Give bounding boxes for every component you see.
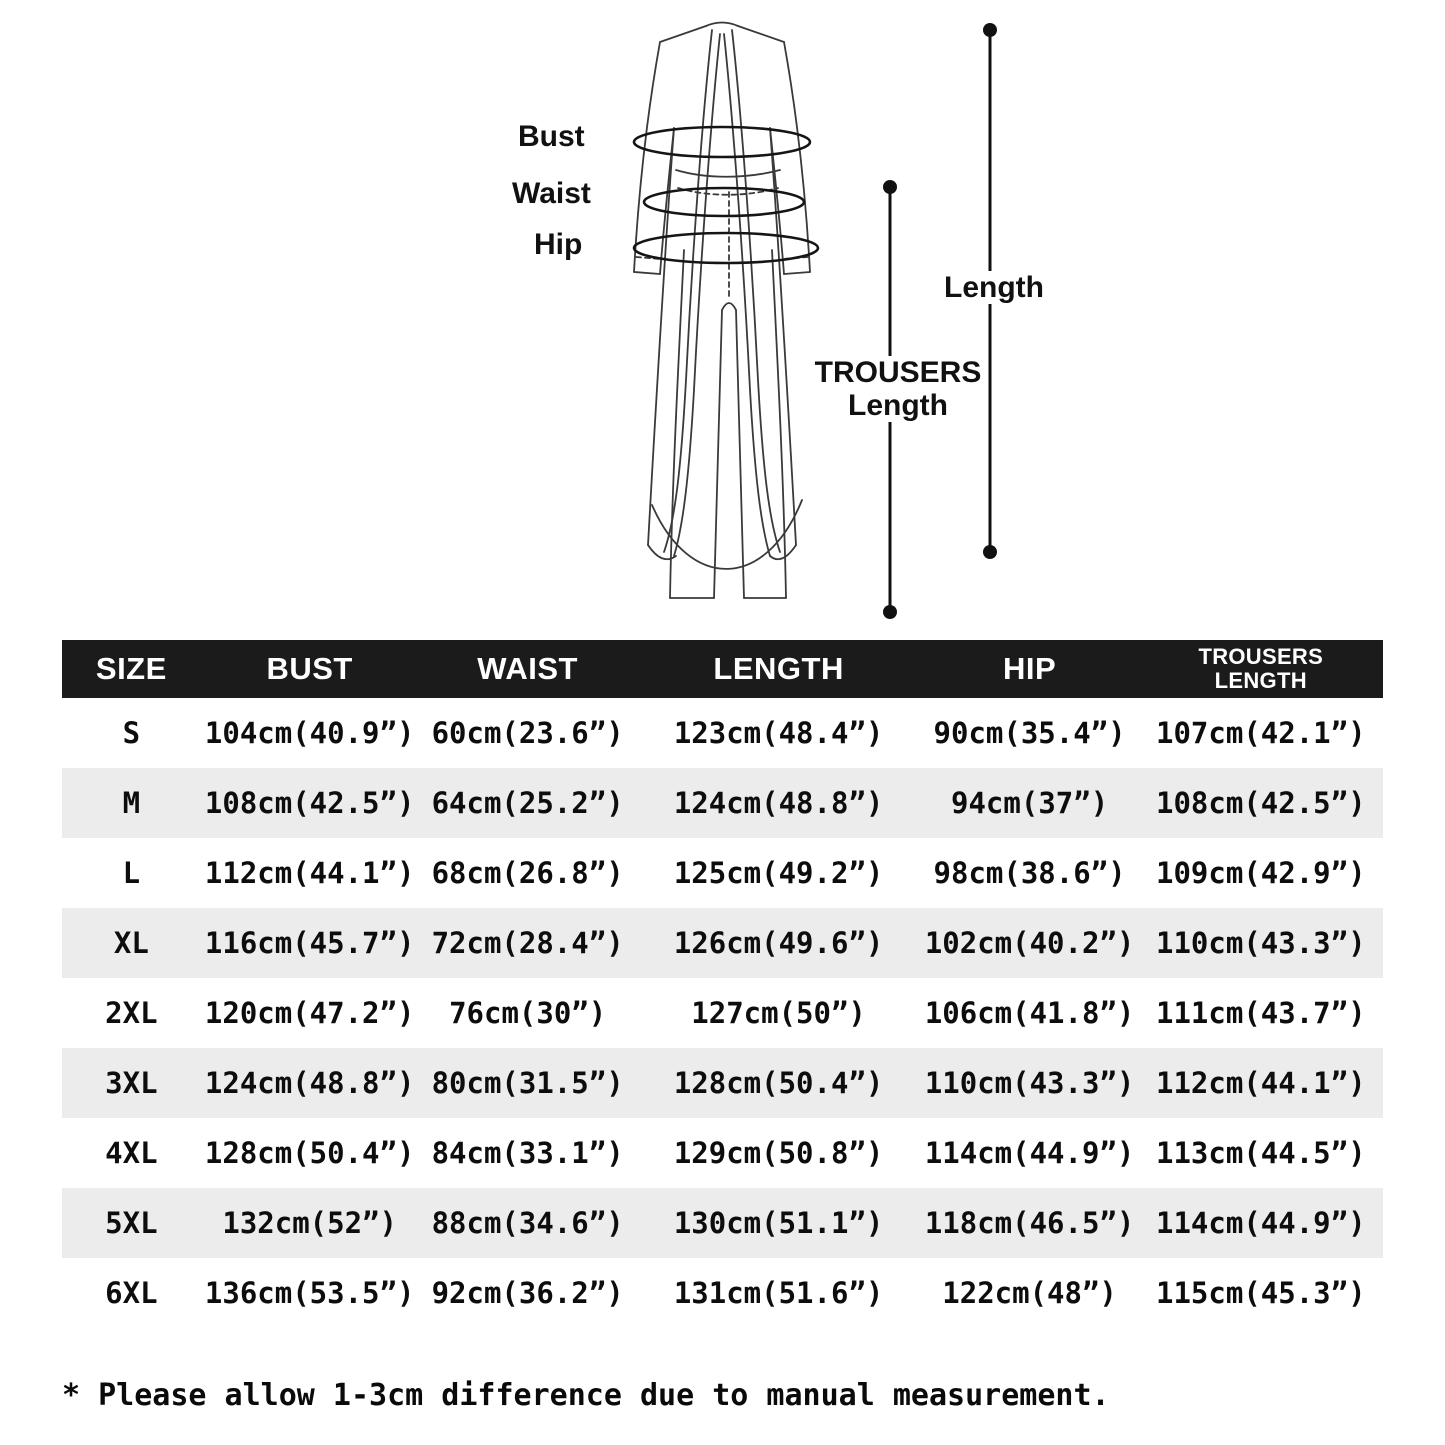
length-cell: 125cm(49.2”) — [673, 856, 884, 890]
length-cell: 124cm(48.8”) — [673, 786, 884, 820]
waist-cell: 80cm(31.5”) — [431, 1066, 624, 1100]
bust-cell: 116cm(45.7”) — [204, 926, 415, 960]
size-cell: 2XL — [105, 996, 158, 1030]
size-cell: M — [122, 786, 141, 820]
trousers-length-label-line1: TROUSERS — [814, 356, 982, 389]
hip-cell: 94cm(37”) — [951, 786, 1109, 820]
measurement-disclaimer: * Please allow 1-3cm difference due to m… — [62, 1378, 1110, 1413]
hip-cell: 122cm(48”) — [942, 1276, 1117, 1310]
waist-cell: 72cm(28.4”) — [431, 926, 624, 960]
length-label: Length — [940, 271, 1048, 304]
header-hip: HIP — [920, 640, 1139, 698]
length-cell: 129cm(50.8”) — [673, 1136, 884, 1170]
length-cell: 130cm(51.1”) — [673, 1206, 884, 1240]
bust-cell: 112cm(44.1”) — [204, 856, 415, 890]
bust-cell: 120cm(47.2”) — [204, 996, 415, 1030]
size-table-header: SIZE BUST WAIST LENGTH HIP TROUSERS LENG… — [62, 640, 1383, 698]
hip-cell: 98cm(38.6”) — [933, 856, 1126, 890]
bust-cell: 132cm(52”) — [222, 1206, 397, 1240]
table-row: L 112cm(44.1”) 68cm(26.8”) 125cm(49.2”) 98cm… — [62, 838, 1383, 908]
bust-cell: 128cm(50.4”) — [204, 1136, 415, 1170]
size-cell: 3XL — [105, 1066, 158, 1100]
length-cell: 123cm(48.4”) — [673, 716, 884, 750]
size-cell: XL — [113, 926, 149, 960]
trousers-cell: 110cm(43.3”) — [1156, 926, 1366, 960]
waist-cell: 84cm(33.1”) — [431, 1136, 624, 1170]
waist-cell: 68cm(26.8”) — [431, 856, 624, 890]
trousers-length-label-line2: Length — [848, 389, 948, 422]
header-size: SIZE — [62, 640, 201, 698]
waist-label: Waist — [508, 177, 595, 210]
size-table: SIZE BUST WAIST LENGTH HIP TROUSERS LENG… — [62, 640, 1383, 1328]
trousers-cell: 113cm(44.5”) — [1156, 1136, 1366, 1170]
bust-cell: 104cm(40.9”) — [204, 716, 415, 750]
trousers-cell: 112cm(44.1”) — [1156, 1066, 1366, 1100]
trousers-cell: 115cm(45.3”) — [1156, 1276, 1366, 1310]
waist-cell: 60cm(23.6”) — [431, 716, 624, 750]
hip-cell: 110cm(43.3”) — [924, 1066, 1135, 1100]
waist-cell: 88cm(34.6”) — [431, 1206, 624, 1240]
waist-cell: 76cm(30”) — [449, 996, 607, 1030]
bust-cell: 136cm(53.5”) — [204, 1276, 415, 1310]
length-cell: 126cm(49.6”) — [673, 926, 884, 960]
hip-label: Hip — [530, 228, 587, 261]
hip-cell: 106cm(41.8”) — [924, 996, 1135, 1030]
header-length: LENGTH — [636, 640, 921, 698]
trousers-cell: 114cm(44.9”) — [1156, 1206, 1366, 1240]
header-bust: BUST — [200, 640, 419, 698]
table-row: 2XL 120cm(47.2”) 76cm(30”) 127cm(50”) 106cm(… — [62, 978, 1383, 1048]
hip-cell: 90cm(35.4”) — [933, 716, 1126, 750]
length-cell: 127cm(50”) — [691, 996, 866, 1030]
size-cell: 4XL — [105, 1136, 158, 1170]
table-row: XL 116cm(45.7”) 72cm(28.4”) 126cm(49.6”) 102… — [62, 908, 1383, 978]
hip-cell: 118cm(46.5”) — [924, 1206, 1135, 1240]
hip-cell: 114cm(44.9”) — [924, 1136, 1135, 1170]
size-cell: L — [122, 856, 141, 890]
trousers-cell: 109cm(42.9”) — [1156, 856, 1366, 890]
size-table-body: S 104cm(40.9”) 60cm(23.6”) 123cm(48.4”) 90cm… — [62, 698, 1383, 1328]
table-row: 3XL 124cm(48.8”) 80cm(31.5”) 128cm(50.4”) 11… — [62, 1048, 1383, 1118]
trousers-cell: 111cm(43.7”) — [1156, 996, 1366, 1030]
waist-cell: 64cm(25.2”) — [431, 786, 624, 820]
bust-cell: 124cm(48.8”) — [204, 1066, 415, 1100]
trousers-length-label: TROUSERS Length — [810, 356, 986, 422]
length-cell: 131cm(51.6”) — [673, 1276, 884, 1310]
table-row: M 108cm(42.5”) 64cm(25.2”) 124cm(48.8”) 94cm… — [62, 768, 1383, 838]
size-cell: 5XL — [105, 1206, 158, 1240]
trousers-cell: 108cm(42.5”) — [1156, 786, 1366, 820]
trousers-cell: 107cm(42.1”) — [1156, 716, 1366, 750]
bust-cell: 108cm(42.5”) — [204, 786, 415, 820]
hip-cell: 102cm(40.2”) — [924, 926, 1135, 960]
table-row: 5XL 132cm(52”) 88cm(34.6”) 130cm(51.1”) 118c… — [62, 1188, 1383, 1258]
garment-diagram: Bust Waist Hip Length TROUSERS Length — [0, 0, 1445, 635]
header-row: SIZE BUST WAIST LENGTH HIP TROUSERS LENG… — [62, 640, 1383, 698]
table-row: S 104cm(40.9”) 60cm(23.6”) 123cm(48.4”) 90cm… — [62, 698, 1383, 768]
header-trousers-length: TROUSERS LENGTH — [1138, 640, 1383, 698]
table-row: 6XL 136cm(53.5”) 92cm(36.2”) 131cm(51.6”) 12… — [62, 1258, 1383, 1328]
length-cell: 128cm(50.4”) — [673, 1066, 884, 1100]
garment-line-art-icon — [632, 21, 997, 619]
table-row: 4XL 128cm(50.4”) 84cm(33.1”) 129cm(50.8”) 11… — [62, 1118, 1383, 1188]
header-waist: WAIST — [418, 640, 637, 698]
waist-cell: 92cm(36.2”) — [431, 1276, 624, 1310]
bust-label: Bust — [514, 120, 589, 153]
size-cell: 6XL — [105, 1276, 158, 1310]
size-cell: S — [122, 716, 141, 750]
